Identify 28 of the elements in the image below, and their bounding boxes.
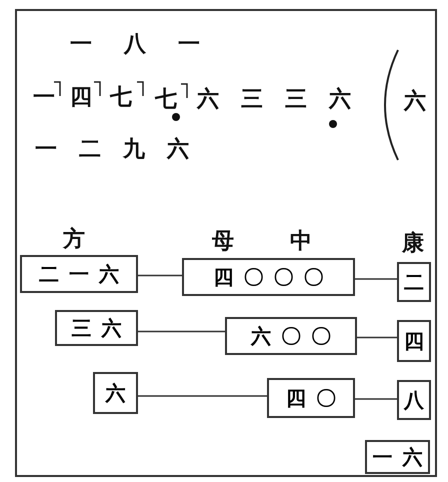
connector-line xyxy=(357,336,397,338)
column-heading: 康 xyxy=(402,232,424,254)
numeral-text: 六三三六 xyxy=(197,88,373,110)
connector-line xyxy=(355,278,397,280)
number-box: 六〇〇 xyxy=(225,317,357,355)
numeral-text: 一八一 xyxy=(70,33,232,55)
connector-line xyxy=(138,274,182,276)
connector-line xyxy=(138,330,225,332)
column-heading: 方 xyxy=(63,228,85,250)
numeral-text: 七 xyxy=(110,86,132,108)
number-box: 二 xyxy=(397,262,431,302)
number-box: 八 xyxy=(397,380,431,420)
connector-line xyxy=(138,395,267,397)
numeral-text: 六 xyxy=(404,90,426,112)
numeral-text: 一 xyxy=(33,86,55,108)
number-box: 三六 xyxy=(55,310,138,346)
number-box: 二一六 xyxy=(20,255,138,293)
numeral-text: 一二九六 xyxy=(35,138,211,160)
number-box: 一六 xyxy=(365,440,430,474)
number-box: 四〇〇〇 xyxy=(182,258,355,296)
column-heading: 母 xyxy=(212,230,234,252)
number-box: 四〇 xyxy=(267,378,355,418)
numeral-text: 四 xyxy=(70,86,92,108)
numeral-text: 七 xyxy=(155,88,177,110)
number-box: 六 xyxy=(93,372,138,414)
column-heading: 中 xyxy=(290,230,312,252)
number-box: 四 xyxy=(397,320,431,362)
connector-line xyxy=(355,398,397,400)
